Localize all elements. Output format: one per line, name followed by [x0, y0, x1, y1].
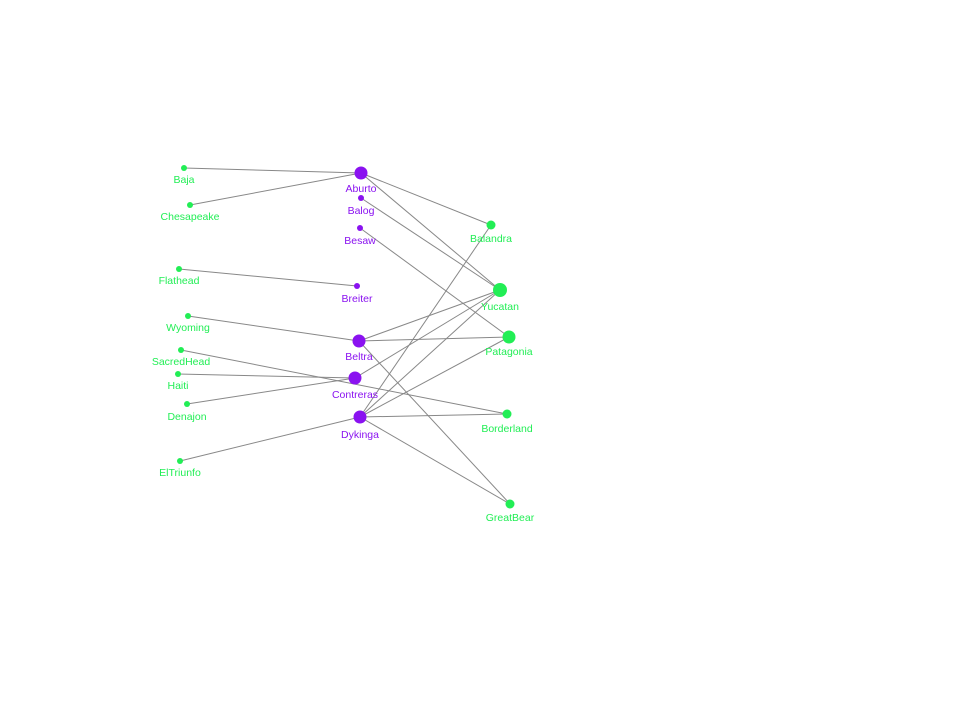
- edge-besaw-patagonia: [359, 227, 510, 338]
- node-label-yucatan: Yucatan: [481, 301, 519, 313]
- edge-sacredhead-borderland: [180, 349, 508, 415]
- node-label-greatbear: GreatBear: [486, 512, 535, 524]
- edge-dykinga-patagonia: [359, 336, 510, 418]
- edge-haiti-contreras: [177, 373, 356, 379]
- edge-eltriunfo-dykinga: [179, 416, 361, 462]
- node-label-wyoming: Wyoming: [166, 322, 210, 334]
- node-label-beltra: Beltra: [345, 351, 373, 363]
- edges-layer: [177, 167, 511, 505]
- edge-chesapeake-aburto: [189, 172, 362, 206]
- node-label-breiter: Breiter: [342, 293, 373, 305]
- edge-dykinga-balandra: [359, 224, 492, 418]
- node-label-dykinga: Dykinga: [341, 429, 379, 441]
- edge-baja-aburto: [183, 167, 362, 174]
- node-greatbear[interactable]: [505, 499, 515, 509]
- node-label-eltriunfo: ElTriunfo: [159, 467, 201, 479]
- node-yucatan[interactable]: [493, 283, 507, 297]
- node-label-haiti: Haiti: [167, 380, 188, 392]
- node-balog[interactable]: [358, 195, 364, 201]
- node-label-balandra: Balandra: [470, 233, 512, 245]
- node-label-balog: Balog: [348, 205, 375, 217]
- node-label-borderland: Borderland: [481, 423, 533, 435]
- node-breiter[interactable]: [354, 283, 360, 289]
- node-baja[interactable]: [181, 165, 187, 171]
- edge-dykinga-yucatan: [359, 289, 501, 418]
- node-label-patagonia: Patagonia: [485, 346, 532, 358]
- node-aburto[interactable]: [354, 166, 368, 180]
- edge-aburto-balandra: [360, 172, 492, 226]
- node-label-chesapeake: Chesapeake: [161, 211, 220, 223]
- node-beltra[interactable]: [352, 334, 366, 348]
- edge-flathead-breiter: [178, 268, 358, 287]
- node-eltriunfo[interactable]: [177, 458, 183, 464]
- nodes-layer: [175, 165, 516, 509]
- node-chesapeake[interactable]: [187, 202, 193, 208]
- edge-aburto-yucatan: [360, 172, 501, 291]
- node-label-denajon: Denajon: [167, 411, 206, 423]
- edge-balog-yucatan: [360, 197, 501, 291]
- node-denajon[interactable]: [184, 401, 190, 407]
- node-label-sacredhead: SacredHead: [152, 356, 211, 368]
- node-dykinga[interactable]: [353, 410, 367, 424]
- node-label-aburto: Aburto: [346, 183, 377, 195]
- edge-beltra-greatbear: [358, 340, 511, 505]
- edge-dykinga-greatbear: [359, 416, 511, 505]
- node-besaw[interactable]: [357, 225, 363, 231]
- edge-dykinga-borderland: [359, 413, 508, 418]
- node-flathead[interactable]: [176, 266, 182, 272]
- node-contreras[interactable]: [348, 371, 362, 385]
- node-sacredhead[interactable]: [178, 347, 184, 353]
- node-wyoming[interactable]: [185, 313, 191, 319]
- labels-layer: BajaChesapeakeFlatheadWyomingSacredHeadH…: [152, 174, 535, 524]
- node-label-flathead: Flathead: [159, 275, 200, 287]
- node-label-contreras: Contreras: [332, 389, 378, 401]
- node-balandra[interactable]: [486, 220, 496, 230]
- node-label-baja: Baja: [173, 174, 194, 186]
- edge-beltra-patagonia: [358, 336, 510, 342]
- edge-denajon-contreras: [186, 377, 356, 405]
- edge-contreras-yucatan: [354, 289, 501, 379]
- node-label-besaw: Besaw: [344, 235, 376, 247]
- node-patagonia[interactable]: [502, 330, 516, 344]
- node-haiti[interactable]: [175, 371, 181, 377]
- edge-wyoming-beltra: [187, 315, 360, 342]
- node-borderland[interactable]: [502, 409, 512, 419]
